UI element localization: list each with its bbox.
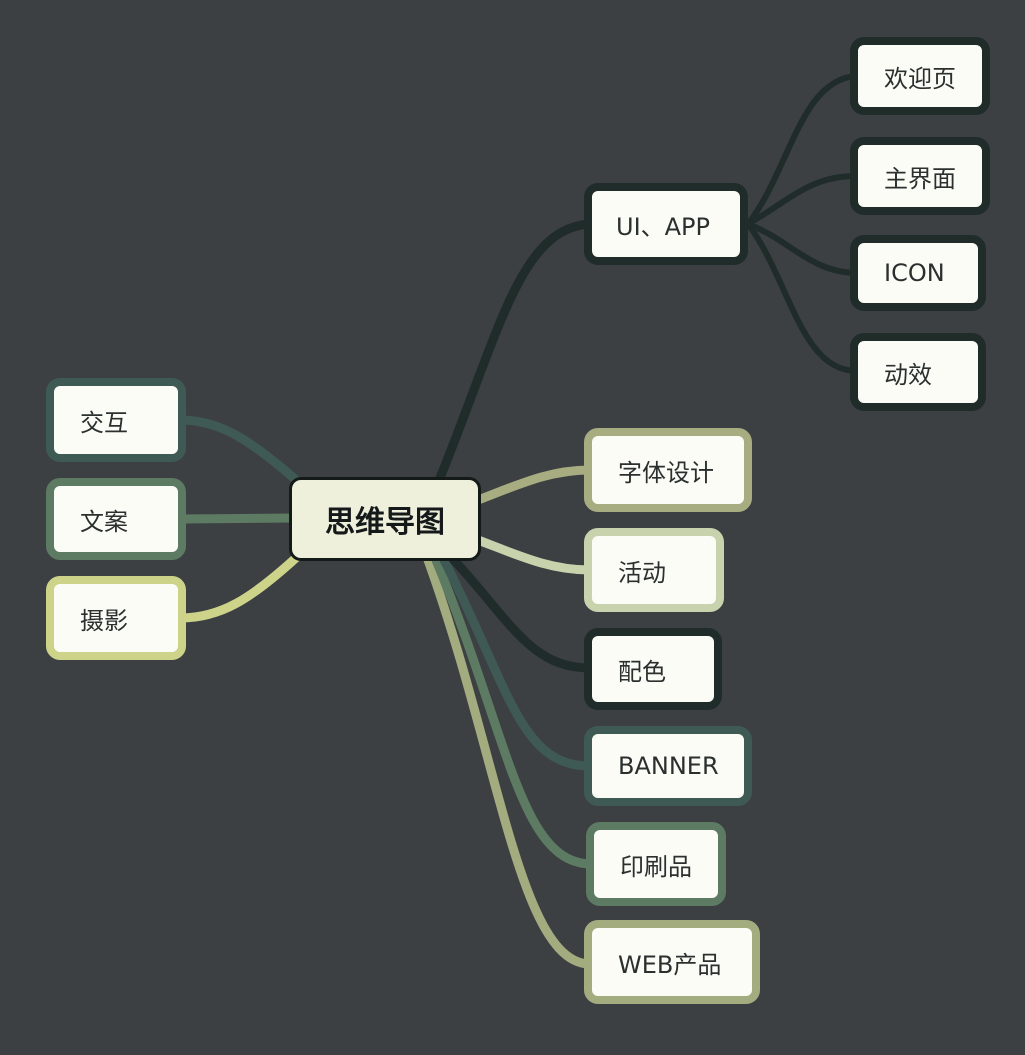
- connector-print: [431, 555, 597, 869]
- connector-interaction: [175, 415, 301, 485]
- node-copywriting[interactable]: 文案: [46, 478, 186, 560]
- node-banner[interactable]: BANNER: [584, 726, 752, 806]
- connector-photo: [175, 551, 303, 623]
- node-font-design[interactable]: 字体设计: [584, 428, 752, 512]
- connector-banner: [439, 555, 595, 771]
- connector-main-screen: [745, 173, 859, 227]
- node-photography[interactable]: 摄影: [46, 576, 186, 660]
- connector-copy: [175, 513, 299, 524]
- connector-welcome: [745, 73, 859, 227]
- node-web-product[interactable]: WEB产品: [584, 920, 760, 1004]
- connector-motion: [745, 221, 859, 374]
- connector-color: [447, 553, 595, 673]
- node-welcome[interactable]: 欢迎页: [850, 37, 990, 115]
- node-color-scheme[interactable]: 配色: [584, 628, 722, 710]
- connector-event: [473, 535, 595, 575]
- node-print[interactable]: 印刷品: [586, 822, 726, 906]
- connector-ui-app: [435, 219, 595, 483]
- node-event[interactable]: 活动: [584, 528, 724, 612]
- node-main-screen[interactable]: 主界面: [850, 137, 990, 215]
- node-ui-app[interactable]: UI、APP: [584, 183, 748, 265]
- node-icon[interactable]: ICON: [850, 235, 986, 311]
- node-interaction[interactable]: 交互: [46, 378, 186, 462]
- connector-web: [423, 555, 595, 969]
- node-motion[interactable]: 动效: [850, 333, 986, 411]
- connector-icon: [745, 221, 859, 276]
- root-node[interactable]: 思维导图: [289, 477, 481, 561]
- connector-font: [473, 465, 595, 505]
